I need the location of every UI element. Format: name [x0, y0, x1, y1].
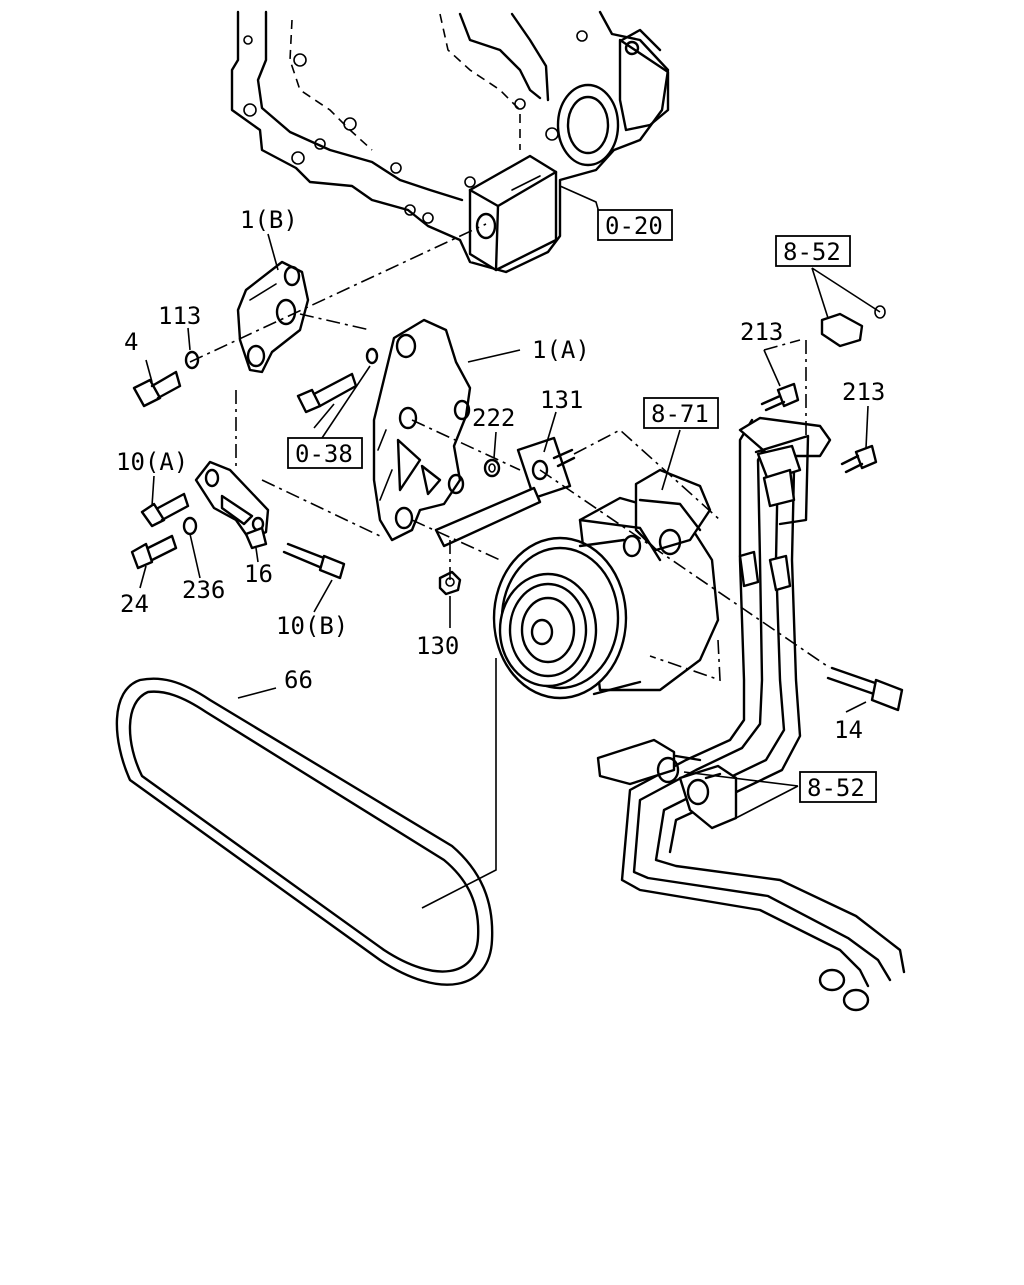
pipes	[596, 416, 906, 1012]
bolt-24	[130, 534, 178, 570]
ref-label-8-52-bottom: 8-52	[807, 774, 865, 802]
part-label-14: 14	[834, 716, 863, 744]
ref-box-0-20	[597, 209, 673, 241]
bracket-10a	[194, 460, 270, 542]
bolt-14	[826, 666, 904, 712]
part-label-1a: 1(A)	[532, 336, 590, 364]
part-label-66: 66	[284, 666, 313, 694]
part-label-222: 222	[472, 404, 515, 432]
part-label-130: 130	[416, 632, 459, 660]
nut-16	[244, 526, 268, 550]
bolt-0-38	[296, 372, 358, 414]
part-label-213-a: 213	[740, 318, 783, 346]
ref-label-8-52-top: 8-52	[783, 238, 841, 266]
part-label-10a: 10(A)	[116, 448, 188, 476]
center-lines	[189, 223, 831, 682]
belt-66	[115, 677, 494, 986]
bolt-4	[132, 370, 182, 408]
ref-label-0-38: 0-38	[295, 440, 353, 468]
part-label-4: 4	[124, 328, 138, 356]
part-label-16: 16	[244, 560, 273, 588]
part-label-113: 113	[158, 302, 201, 330]
ref-box-8-52-bottom	[799, 771, 877, 803]
nut-130	[438, 570, 462, 596]
clamp-8-52-top	[820, 305, 886, 348]
bracket-1b	[236, 260, 310, 374]
part-label-24: 24	[120, 590, 149, 618]
washer-0-38	[365, 347, 379, 365]
ref-label-0-20: 0-20	[605, 212, 663, 240]
part-label-10b: 10(B)	[276, 612, 348, 640]
ref-box-0-38	[287, 437, 363, 469]
leader-lines	[139, 185, 881, 909]
engine-block	[230, 10, 670, 274]
part-label-131: 131	[540, 386, 583, 414]
part-label-213-b: 213	[842, 378, 885, 406]
ref-box-8-71	[643, 397, 719, 429]
compressor	[492, 468, 720, 700]
bracket-1a	[372, 318, 472, 542]
ref-label-8-71: 8-71	[651, 400, 709, 428]
bolt-10a	[140, 492, 190, 528]
bolt-213-b	[840, 444, 878, 474]
ref-box-8-52-top	[775, 235, 851, 267]
bolt-10b	[282, 542, 346, 580]
bracket-131	[434, 436, 576, 548]
part-label-1b: 1(B)	[240, 206, 298, 234]
washer-113	[184, 350, 200, 370]
part-label-236: 236	[182, 576, 225, 604]
bolt-213-a	[760, 382, 800, 412]
washer-236	[182, 516, 198, 536]
nut-222	[483, 458, 501, 478]
